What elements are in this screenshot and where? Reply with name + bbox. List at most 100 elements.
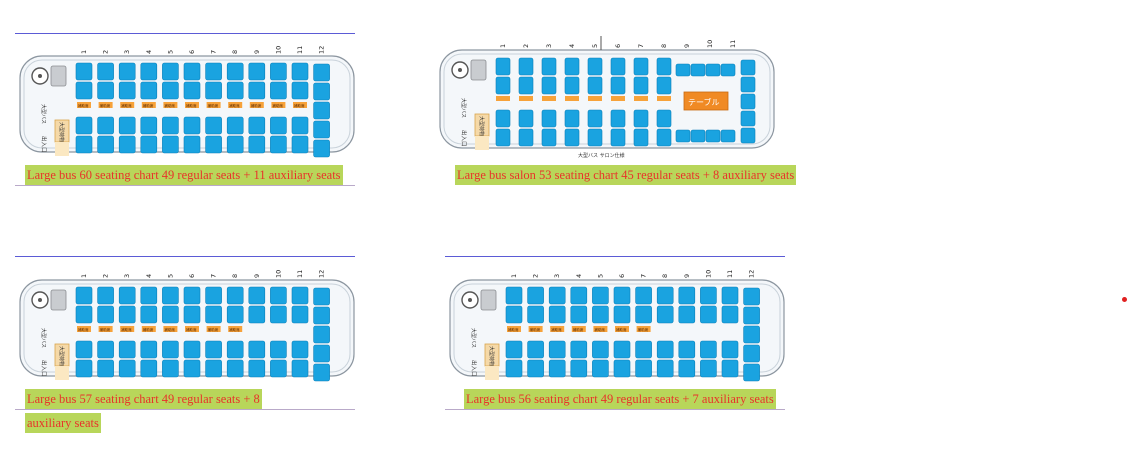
seat xyxy=(527,340,544,359)
seat xyxy=(656,76,672,95)
aux-seat xyxy=(120,326,135,332)
seat xyxy=(226,62,244,81)
seat xyxy=(118,62,136,81)
seat xyxy=(270,81,287,100)
aux-seat xyxy=(593,326,608,332)
seat xyxy=(700,359,717,378)
seat xyxy=(541,76,557,95)
aux-seat xyxy=(507,326,521,332)
seat xyxy=(97,62,114,81)
seat xyxy=(291,62,309,81)
caption-bus-60: Large bus 60 seating chart 49 regular se… xyxy=(25,165,343,185)
row-number-6: 6 xyxy=(618,274,626,278)
seat xyxy=(592,305,609,324)
seat xyxy=(587,109,603,128)
seat xyxy=(205,359,222,378)
seat xyxy=(248,62,266,81)
steering-wheel-hub xyxy=(468,298,472,302)
aux-seat-label: 補助席 xyxy=(186,327,197,332)
seat xyxy=(140,116,158,135)
salon-bench-seat xyxy=(675,63,691,77)
entrance-area xyxy=(475,136,489,150)
seat xyxy=(140,62,158,81)
seat xyxy=(721,286,739,305)
seat xyxy=(270,359,287,378)
back-row-seat xyxy=(740,127,756,144)
row-number-8: 8 xyxy=(660,44,668,48)
row-number-3: 3 xyxy=(553,274,561,278)
row-number-12: 12 xyxy=(318,270,326,278)
caption-underline-4 xyxy=(445,409,785,410)
back-row-seat xyxy=(743,306,760,325)
aux-seat xyxy=(185,326,199,332)
seat xyxy=(570,359,588,378)
back-row-seat xyxy=(313,82,330,101)
salon-bench-seat xyxy=(720,129,736,143)
bus-type-label: 大型バス xyxy=(470,328,477,348)
aux-seat-label: 補助席 xyxy=(100,103,111,108)
seat xyxy=(587,128,603,147)
seat xyxy=(118,135,136,154)
seat xyxy=(541,109,557,128)
seat xyxy=(592,340,609,359)
caption-underline-3 xyxy=(15,409,355,410)
seat xyxy=(183,286,201,305)
aux-seat xyxy=(120,102,135,108)
row-number-8: 8 xyxy=(661,274,669,278)
aux-seat-label: 補助席 xyxy=(78,103,89,108)
aux-seat-label: 補助席 xyxy=(530,327,541,332)
seat xyxy=(656,340,674,359)
seat xyxy=(270,305,287,324)
row-number-1: 1 xyxy=(499,44,507,48)
seat xyxy=(97,340,114,359)
caption-bus-56: Large bus 56 seating chart 49 regular se… xyxy=(464,389,776,409)
seat xyxy=(592,286,609,305)
seat xyxy=(570,286,588,305)
seat xyxy=(270,116,287,135)
seat xyxy=(635,305,652,324)
seat xyxy=(495,76,511,95)
row-number-9: 9 xyxy=(253,50,261,54)
back-row-seat xyxy=(740,76,756,93)
row-number-7: 7 xyxy=(640,274,648,278)
luggage-label: 大型荷物 xyxy=(58,346,65,366)
aux-seat xyxy=(228,102,243,108)
row-number-7: 7 xyxy=(637,44,645,48)
aux-seat xyxy=(528,326,543,332)
aux-seat-label: 補助席 xyxy=(229,103,240,108)
seat xyxy=(613,305,631,324)
seat xyxy=(721,359,739,378)
seat xyxy=(291,359,309,378)
seat xyxy=(613,340,631,359)
seat xyxy=(248,116,266,135)
bus-type-label: 大型バス xyxy=(40,328,47,348)
seat xyxy=(75,286,93,305)
row-number-2: 2 xyxy=(102,274,110,278)
seat xyxy=(226,286,244,305)
seat xyxy=(205,135,222,154)
seat xyxy=(140,340,158,359)
row-number-12: 12 xyxy=(318,46,326,54)
seat xyxy=(205,116,222,135)
row-number-10: 10 xyxy=(706,40,714,48)
aux-seat-label: 補助席 xyxy=(186,103,197,108)
aux-seat xyxy=(571,326,586,332)
caption-bus-salon-53: Large bus salon 53 seating chart 45 regu… xyxy=(455,165,797,185)
aux-seat-label: 補助席 xyxy=(251,103,262,108)
aux-seat xyxy=(657,96,671,101)
seat xyxy=(97,135,114,154)
seat xyxy=(162,116,179,135)
seat xyxy=(205,305,222,324)
seat xyxy=(162,135,179,154)
seat xyxy=(678,340,696,359)
row-number-5: 5 xyxy=(166,274,174,278)
back-row-seat xyxy=(313,120,330,139)
row-number-4: 4 xyxy=(145,50,153,54)
row-number-1: 1 xyxy=(510,274,518,278)
aux-seat xyxy=(542,96,556,101)
aux-seat xyxy=(271,102,286,108)
luggage-label: 大型荷物 xyxy=(478,116,485,136)
